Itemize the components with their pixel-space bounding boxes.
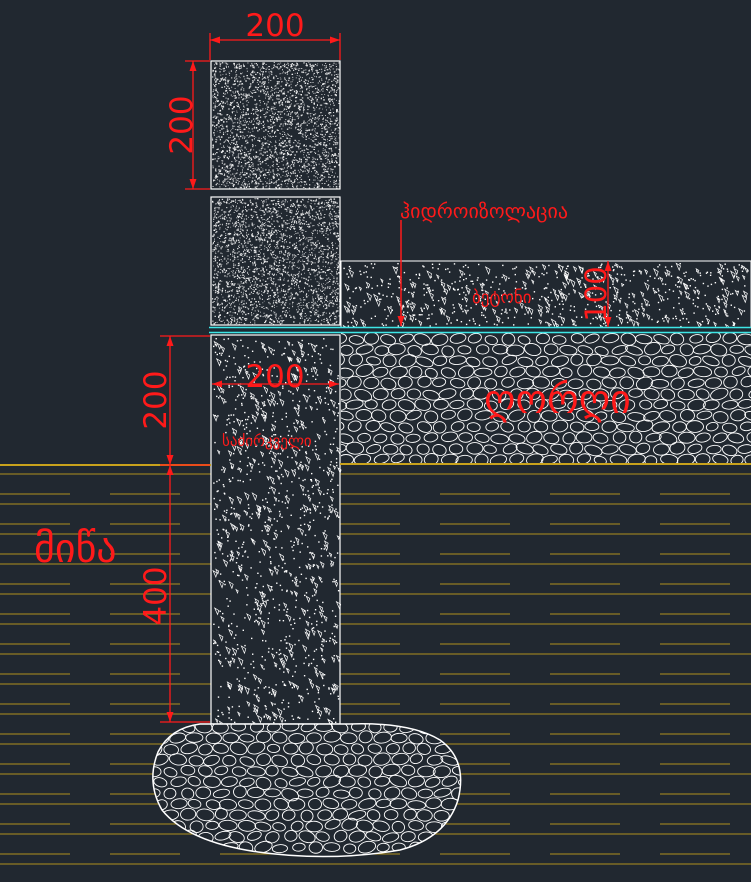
foundation-column: [210, 334, 342, 728]
dimension-text-foundation-above-ground: 200: [138, 370, 174, 429]
dimension-text-slab-thickness: 100: [579, 266, 613, 321]
gravel-footing: [152, 723, 462, 858]
gravel-layer: [341, 333, 751, 464]
dimension-text-foundation-width: 200: [245, 359, 304, 395]
waterproofing-layer: [209, 326, 751, 334]
dimension-block-width: [209, 33, 341, 60]
dimension-block-height: [185, 60, 210, 190]
label-foundation: საძირკველი: [222, 432, 312, 450]
label-gravel: ღორღი: [484, 377, 631, 423]
dimension-text-block-width: 200: [245, 8, 304, 44]
dimension-text-block-height: 200: [164, 95, 200, 154]
label-waterproofing: ჰიდროიზოლაცია: [400, 199, 568, 223]
label-soil: მიწა: [34, 526, 117, 572]
wall-block-lower: [210, 196, 341, 326]
dimension-foundation-depth: [160, 335, 210, 723]
wall-block-upper: [210, 60, 341, 190]
dimension-text-foundation-below-ground: 400: [138, 566, 174, 625]
label-concrete-slab: ბეტონი: [472, 288, 532, 308]
concrete-slab: [340, 260, 751, 334]
